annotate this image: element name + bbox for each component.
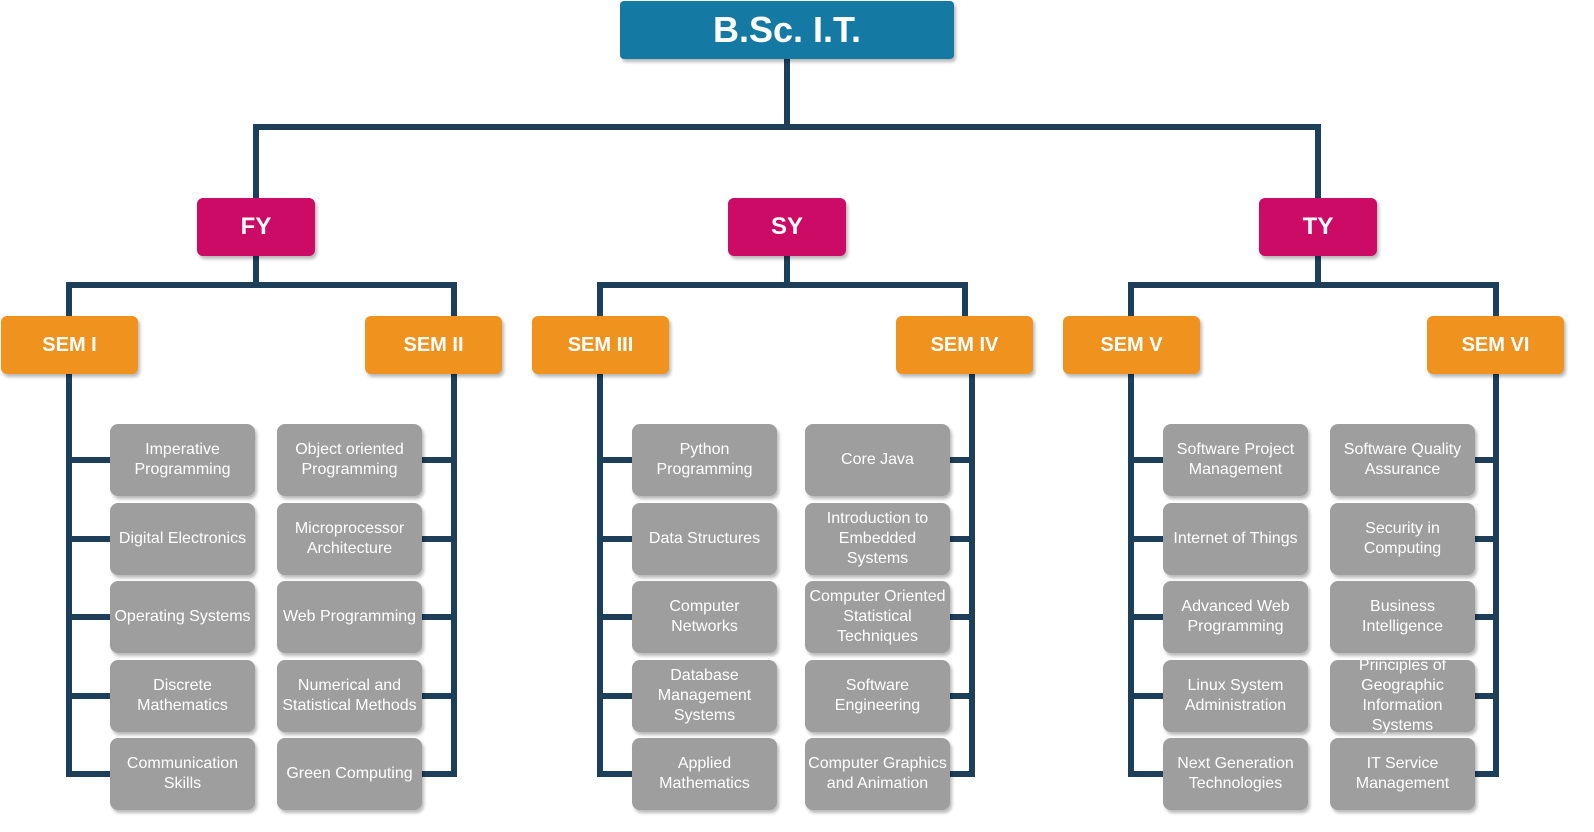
course-box: Advanced Web Programming	[1163, 581, 1308, 653]
year-node-sy: SY	[728, 198, 846, 256]
course-box: Software Engineering	[805, 660, 950, 732]
course-box: Business Intelligence	[1330, 581, 1475, 653]
connector-sem1-courses	[66, 371, 113, 777]
connector-sem4-courses	[946, 371, 975, 777]
course-box: Python Programming	[632, 424, 777, 496]
course-box: Principles of Geographic Information Sys…	[1330, 657, 1475, 734]
course-box: Next Generation Technologies	[1163, 738, 1308, 810]
course-box: Digital Electronics	[110, 503, 255, 575]
semester-node-6: SEM VI	[1427, 316, 1564, 374]
course-box: Core Java	[805, 424, 950, 496]
semester-node-2: SEM II	[365, 316, 502, 374]
course-box: Linux System Administration	[1163, 660, 1308, 732]
connector-sem3-courses	[597, 371, 635, 777]
connector-sem5-courses	[1128, 371, 1166, 777]
course-box: Green Computing	[277, 738, 422, 810]
course-box: Database Management Systems	[632, 660, 777, 732]
course-box: Operating Systems	[110, 581, 255, 653]
semester-node-4: SEM IV	[896, 316, 1033, 374]
course-box: Numerical and Statistical Methods	[277, 660, 422, 732]
course-box: Web Programming	[277, 581, 422, 653]
course-box: IT Service Management	[1330, 738, 1475, 810]
connector-fy-semesters	[66, 253, 457, 321]
course-box: Object oriented Programming	[277, 424, 422, 496]
course-box: Introduction to Embedded Systems	[805, 503, 950, 575]
course-box: Computer Graphics and Animation	[805, 738, 950, 810]
course-box: Security in Computing	[1330, 503, 1475, 575]
course-box: Internet of Things	[1163, 503, 1308, 575]
semester-node-3: SEM III	[532, 316, 669, 374]
course-box: Discrete Mathematics	[110, 660, 255, 732]
course-box: Imperative Programming	[110, 424, 255, 496]
year-node-ty: TY	[1259, 198, 1377, 256]
course-box: Communication Skills	[110, 738, 255, 810]
course-box: Microprocessor Architecture	[277, 503, 422, 575]
connector-sem6-courses	[1471, 371, 1499, 777]
course-box: Software Project Management	[1163, 424, 1308, 496]
connector-sy-semesters	[597, 253, 968, 321]
course-box: Applied Mathematics	[632, 738, 777, 810]
course-box: Data Structures	[632, 503, 777, 575]
semester-node-1: SEM I	[1, 316, 138, 374]
course-box: Computer Networks	[632, 581, 777, 653]
connector-sem2-courses	[419, 371, 457, 777]
connector-ty-semesters	[1128, 253, 1499, 321]
semester-node-5: SEM V	[1063, 316, 1200, 374]
course-box: Computer Oriented Statistical Techniques	[805, 581, 950, 653]
course-box: Software Quality Assurance	[1330, 424, 1475, 496]
root-node: B.Sc. I.T.	[620, 1, 954, 59]
connector-root-years	[253, 57, 1321, 203]
year-node-fy: FY	[197, 198, 315, 256]
